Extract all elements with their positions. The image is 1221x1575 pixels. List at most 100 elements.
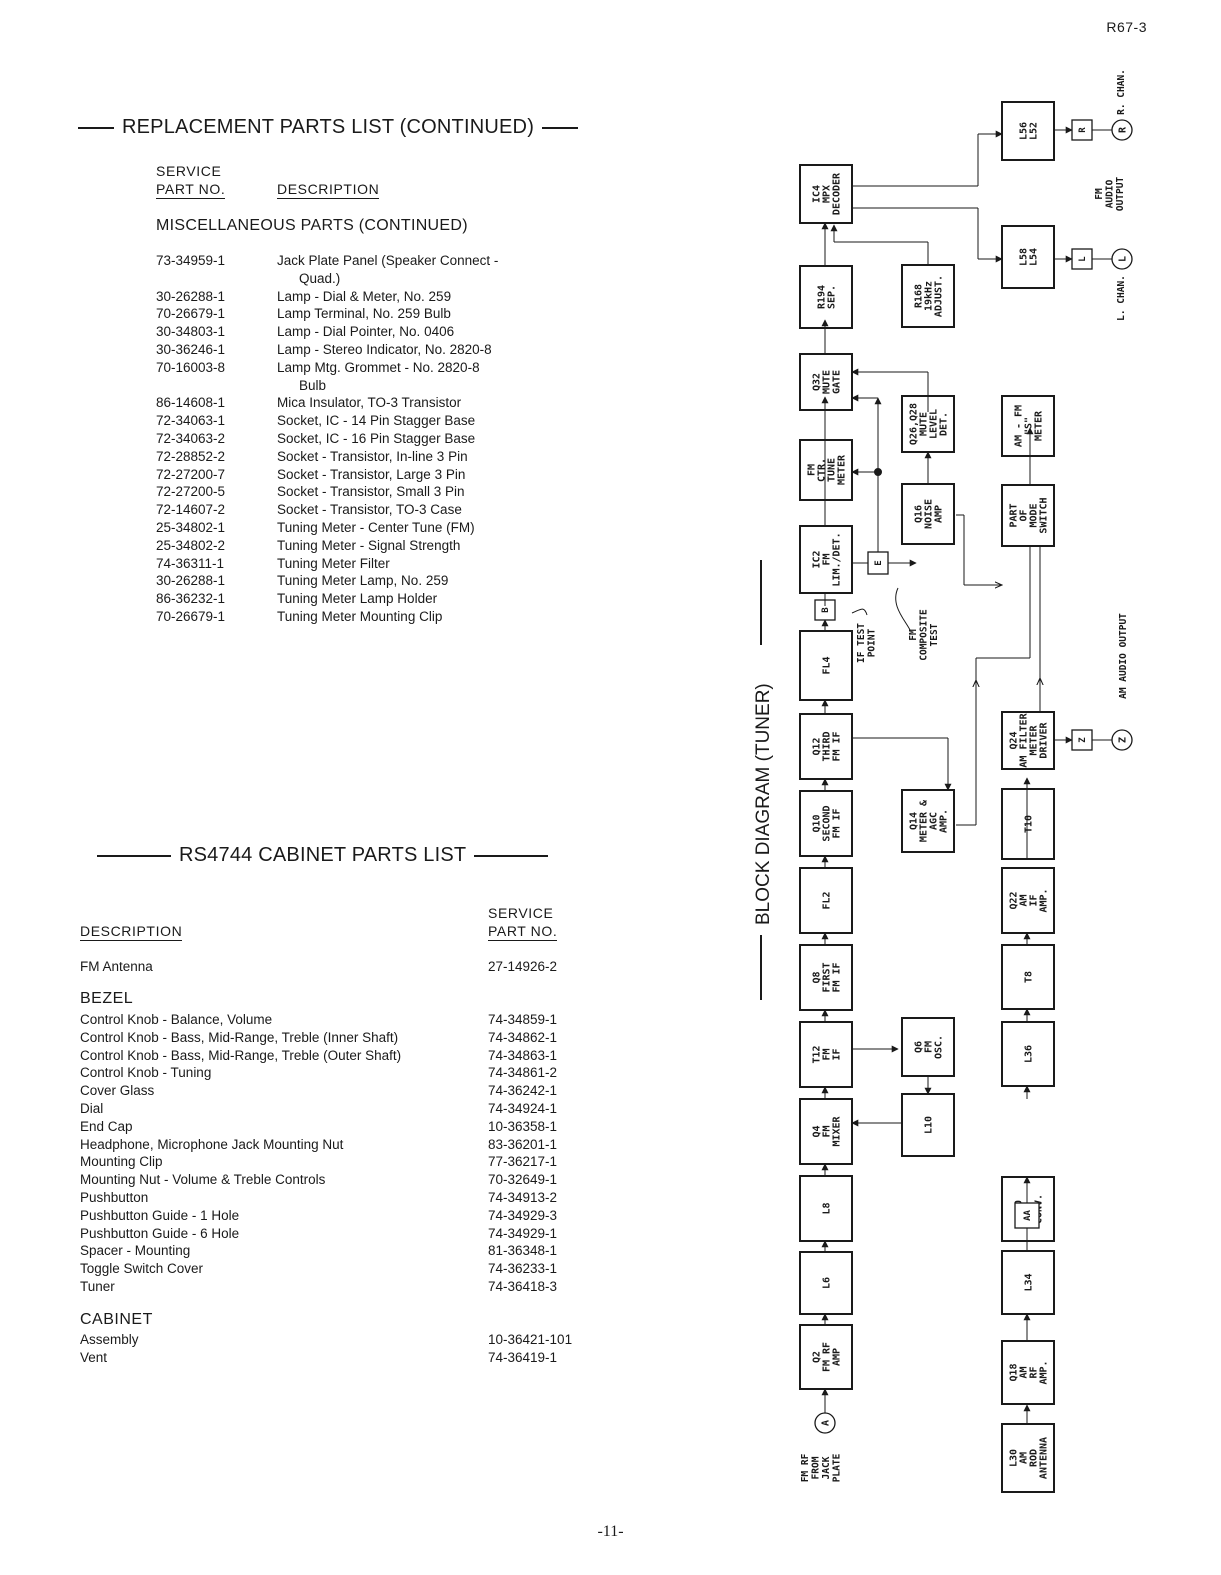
- part-number: 30-26288-1: [156, 573, 226, 589]
- replacement-parts-title-text: REPLACEMENT PARTS LIST (CONTINUED): [122, 116, 535, 138]
- part-description: Tuning Meter - Center Tune (FM): [277, 519, 576, 537]
- am-block-3: PARTOFMODESWITCH: [1001, 484, 1055, 547]
- r-chan-label: R. CHAN.: [1116, 69, 1127, 115]
- cabinet-parts-title-text: RS4744 CABINET PARTS LIST: [179, 844, 467, 866]
- part-description: Cover Glass: [80, 1083, 155, 1099]
- am-block-8: L36: [1001, 1021, 1055, 1087]
- mid-block-5-label: L10: [924, 1116, 935, 1134]
- part-number: 83-36201-1: [488, 1136, 558, 1152]
- part-description-text: Tuning Meter Filter: [277, 555, 390, 571]
- l-chan-label: L. CHAN.: [1116, 275, 1127, 321]
- part-description: Lamp - Dial & Meter, No. 259: [277, 288, 576, 306]
- part-number: 70-26679-1: [156, 306, 226, 322]
- part-description-text: Tuning Meter Lamp, No. 259: [277, 573, 449, 589]
- part-number: 74-36311-1: [156, 555, 225, 571]
- output-box-r-label: R: [1078, 127, 1088, 133]
- mid-block-2: Q16NOISEAMP: [901, 483, 955, 545]
- fm-composite-test-label: FMCOMPOSITETEST: [908, 609, 940, 661]
- fm-block-3-label: FMCTR.TUNEMETER: [807, 454, 848, 485]
- am-block-10-label: L34: [1024, 1273, 1035, 1291]
- part-description-text: Tuning Meter Mounting Clip: [277, 608, 443, 624]
- fm-block-4-box: [799, 525, 853, 594]
- part-description: Assembly: [80, 1332, 139, 1347]
- part-number: 10-36421-101: [488, 1332, 573, 1347]
- replacement-col-part-line2: PART NO.: [156, 181, 226, 199]
- fm-block-12-label: L8: [822, 1202, 833, 1214]
- fm-block-0-box: [799, 164, 853, 224]
- part-number: 86-36232-1: [156, 591, 226, 607]
- part-description-text: Socket - Transistor, Small 3 Pin: [277, 484, 465, 500]
- test-point-b-label: B: [821, 607, 831, 613]
- cabinet-part-row: Control Knob - Bass, Mid-Range, Treble (…: [80, 1029, 600, 1047]
- fm-rf-input-label: FM RFFROMJACKPLATE: [800, 1453, 843, 1482]
- part-description-text: Tuning Meter - Signal Strength: [277, 537, 461, 553]
- fm-block-7: Q10SECONDFM IF: [799, 790, 853, 857]
- fm-block-5-label: FL4: [822, 656, 833, 674]
- am-block-11-label: Q18AMRFAMP.: [1009, 1360, 1050, 1384]
- mid-block-4-box: [901, 1017, 955, 1077]
- fm-block-12: L8: [799, 1175, 853, 1242]
- part-description: Control Knob - Bass, Mid-Range, Treble (…: [80, 1047, 402, 1063]
- part-description: Socket, IC - 14 Pin Stagger Base: [277, 412, 576, 430]
- mid-block-1-label: Q26,Q28MUTELEVELDET.: [909, 403, 950, 445]
- am-block-6-label: Q22AMIFAMP.: [1009, 888, 1050, 912]
- part-description: Dial: [80, 1100, 104, 1116]
- part-description: Vent: [80, 1349, 108, 1365]
- part-number: 70-26679-1: [156, 608, 226, 624]
- replacement-part-row: 72-27200-5 Socket - Transistor, Small 3 P…: [156, 483, 576, 501]
- mid-block-3-label: Q14METER &AGCAMP.: [909, 799, 950, 842]
- am-block-5-label: T10: [1024, 815, 1035, 833]
- fm-block-0-label: IC4MPXDECODER: [812, 172, 843, 215]
- am-block-7: T8: [1001, 944, 1055, 1010]
- part-number: 81-36348-1: [488, 1243, 558, 1259]
- part-description: Tuning Meter Lamp, No. 259: [277, 572, 576, 590]
- am-block-7-box: [1001, 944, 1055, 1010]
- fm-block-1: R194SEP.: [799, 265, 853, 329]
- part-description: Control Knob - Tuning: [80, 1065, 212, 1081]
- fm-block-11-box: [799, 1098, 853, 1165]
- part-number: 72-14607-2: [156, 502, 226, 518]
- fm-block-9-label: Q8FIRSTFM IF: [812, 962, 843, 992]
- mid-block-5: L10: [901, 1093, 955, 1157]
- part-description: Pushbutton Guide - 1 Hole: [80, 1207, 240, 1223]
- output-box-l: L: [1071, 248, 1093, 270]
- l-channel-connector: L: [1111, 248, 1133, 270]
- part-description: Control Knob - Bass, Mid-Range, Treble (…: [80, 1029, 399, 1045]
- cabinet-part-row: Assembly 10-36421-101: [80, 1331, 600, 1349]
- part-description-continued: Bulb: [299, 377, 327, 393]
- fm-block-2-label: Q32MUTEGATE: [812, 370, 843, 394]
- part-description: Jack Plate Panel (Speaker Connect -Quad.…: [277, 252, 576, 288]
- part-number: 72-27200-5: [156, 484, 226, 500]
- part-description: Mounting Clip: [80, 1154, 163, 1170]
- page-number: -11-: [597, 1523, 624, 1540]
- replacement-part-row: 70-26679-1 Tuning Meter Mounting Clip: [156, 608, 576, 626]
- part-number: 74-34929-1: [488, 1225, 558, 1241]
- mid-block-3-box: [901, 789, 955, 853]
- output-box-z: Z: [1071, 729, 1093, 751]
- cabinet-part-row: Control Knob - Bass, Mid-Range, Treble (…: [80, 1047, 600, 1065]
- fm-block-1-label: R194SEP.: [817, 285, 838, 309]
- part-description-continued: Quad.): [299, 270, 341, 286]
- part-description-text: Tuning Meter - Center Tune (FM): [277, 519, 475, 535]
- part-number: 74-36233-1: [488, 1261, 558, 1277]
- am-block-12-label: L30AMRODANTENNA: [1009, 1437, 1050, 1479]
- fm-block-6: Q12THIRDFM IF: [799, 713, 853, 780]
- test-point-aa-label: AA: [1023, 1210, 1033, 1221]
- am-block-6: Q22AMIFAMP.: [1001, 867, 1055, 934]
- part-description: Socket, IC - 16 Pin Stagger Base: [277, 430, 576, 448]
- test-point-e-label: E: [874, 560, 884, 565]
- am-block-3-label: PARTOFMODESWITCH: [1009, 497, 1050, 533]
- am-block-5-box: [1001, 788, 1055, 860]
- part-description-text: Lamp Mtg. Grommet - No. 2820-8: [277, 359, 480, 375]
- part-number: 74-36242-1: [488, 1083, 558, 1099]
